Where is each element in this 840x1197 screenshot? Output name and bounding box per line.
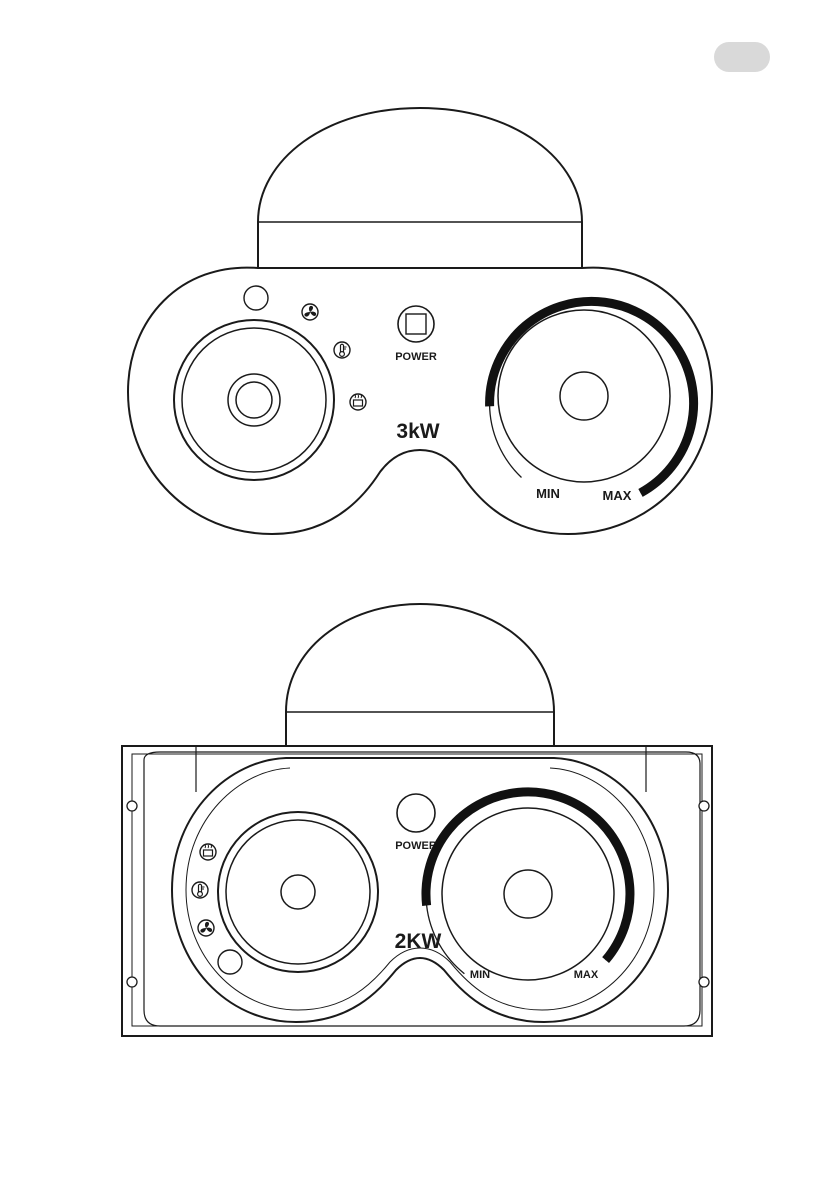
power-button[interactable]	[397, 794, 435, 832]
indicator-lamp	[218, 950, 242, 974]
dial-max-label: MAX	[574, 969, 599, 981]
left-knob[interactable]	[218, 812, 378, 972]
panel-2kw: POWER 2KW MIN MAX	[122, 604, 712, 1036]
screw-hole	[127, 977, 137, 987]
panel-3kw: POWER 3kW MIN MAX	[128, 108, 712, 534]
dial-min-label: MIN	[536, 486, 560, 501]
screw-hole	[127, 801, 137, 811]
rating-label: 3kW	[396, 420, 439, 443]
dome-cover	[286, 604, 554, 758]
left-knob[interactable]	[174, 320, 334, 480]
indicator-lamp	[244, 286, 268, 310]
screw-hole	[699, 977, 709, 987]
power-label: POWER	[395, 840, 437, 852]
dial-max-label: MAX	[603, 488, 632, 503]
dial-min-label: MIN	[470, 969, 490, 981]
power-label: POWER	[395, 351, 437, 363]
screw-hole	[699, 801, 709, 811]
dome-cover	[258, 108, 582, 268]
power-button[interactable]	[398, 306, 434, 342]
page-tab	[714, 42, 770, 72]
